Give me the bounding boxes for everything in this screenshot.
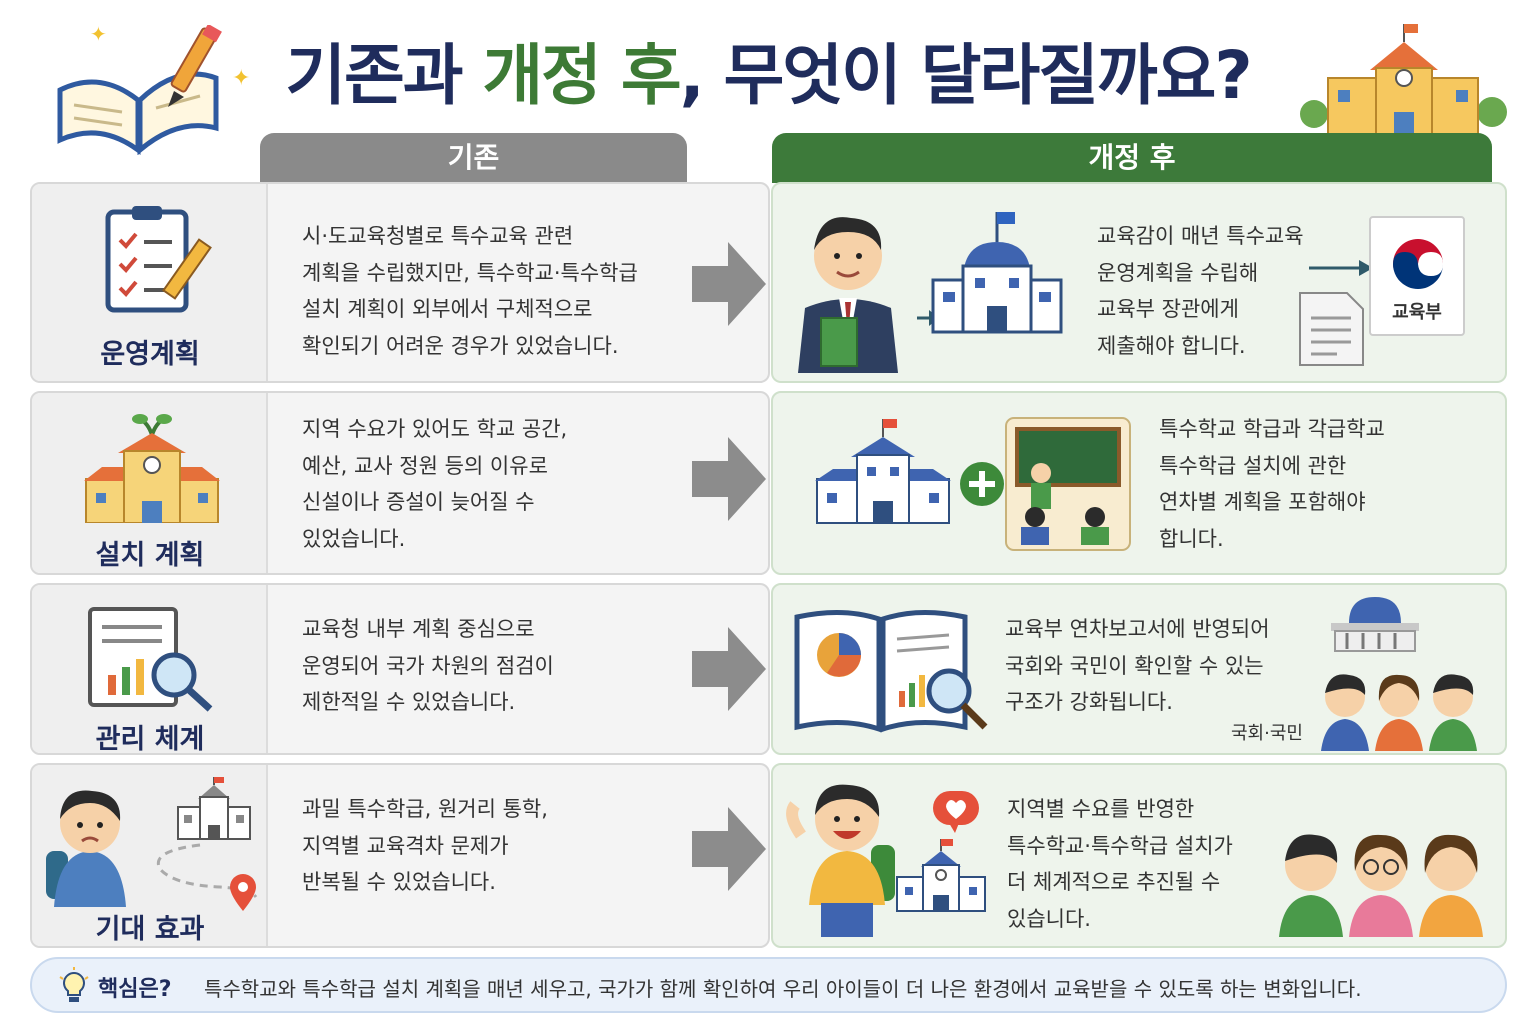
report-magnifier-icon: [794, 610, 988, 733]
sparkle-icon: ✦: [90, 22, 107, 46]
ministry-badge-label: 교육부: [1392, 302, 1442, 323]
ministry-badge: 교육부: [1369, 216, 1465, 336]
arrow-right-icon: [692, 242, 766, 326]
government-building-icon: [917, 212, 1063, 334]
text-line: 합니다.: [1159, 526, 1224, 551]
column-header-old: 기존: [260, 133, 687, 183]
school-building-icon: [84, 414, 220, 523]
summary-message: 특수학교와 특수학급 설치 계획을 매년 세우고, 국가가 함께 확인하여 우리…: [204, 977, 1362, 1001]
summary-bar: 핵심은? 특수학교와 특수학급 설치 계획을 매년 세우고, 국가가 함께 확인…: [30, 957, 1507, 1013]
school-building-icon: [896, 839, 986, 912]
school-building-icon: [815, 419, 951, 524]
row-label: 기대 효과: [95, 914, 205, 945]
text-line: 교육감이 매년 특수교육: [1097, 224, 1304, 248]
text-line: 운영되어 국가 차원의 점검이: [302, 653, 554, 678]
text-line: 설치 계획이 외부에서 구체적으로: [302, 297, 593, 321]
heart-icon: [933, 791, 979, 833]
arrow-right-icon: [692, 437, 766, 521]
text-line: 신설이나 증설이 늦어질 수: [302, 490, 535, 514]
text-line: 반복될 수 있었습니다.: [302, 870, 496, 894]
row-new-operation-plan: 교육감이 매년 특수교육 운영계획을 수립해 교육부 장관에게 제출해야 합니다…: [771, 182, 1507, 383]
arrow-right-icon: [692, 807, 766, 891]
student-happy-icon: [786, 784, 895, 937]
text-line: 있었습니다.: [302, 526, 406, 551]
text-line: 확인되기 어려운 경우가 있었습니다.: [302, 333, 619, 358]
parliament-icon: [1331, 597, 1419, 652]
people-icon: [1279, 834, 1483, 937]
teacher-icon: [798, 217, 898, 373]
text-line: 교육부 장관에게: [1097, 297, 1239, 321]
text-line: 제출해야 합니다.: [1097, 333, 1246, 358]
classroom-icon: [1005, 417, 1131, 551]
people-caption: 국회·국민: [1231, 723, 1303, 744]
text-line: 제한적일 수 있었습니다.: [302, 690, 516, 714]
text-line: 과밀 특수학급, 원거리 통학,: [302, 797, 548, 821]
summary-label: 핵심은?: [98, 977, 172, 1002]
arrow-right-icon: [1309, 260, 1373, 276]
text-line: 연차별 계획을 포함해야: [1159, 490, 1366, 514]
map-pin-icon: [230, 874, 256, 911]
people-icon: [1321, 674, 1477, 751]
row-old-operation-plan: 운영계획 시·도교육청별로 특수교육 관련 계획을 수립했지만, 특수학교·특수…: [30, 182, 770, 383]
school-building-icon: [1300, 24, 1507, 135]
student-sad-icon: [46, 790, 126, 907]
row-new-management: 교육부 연차보고서에 반영되어 국회와 국민이 확인할 수 있는 구조가 강화됩…: [771, 583, 1507, 755]
text-line: 지역별 수요를 반영한: [1007, 797, 1195, 821]
document-icon: [1299, 292, 1364, 366]
clipboard-checklist-icon: [105, 206, 212, 313]
report-magnifier-icon: [88, 607, 213, 712]
row-old-management: 관리 체계 교육청 내부 계획 중심으로 운영되어 국가 차원의 점검이 제한적…: [30, 583, 770, 755]
column-header-new: 개정 후: [772, 133, 1492, 183]
row-old-installation-plan: 설치 계획 지역 수요가 있어도 학교 공간, 예산, 교사 정원 등의 이유로…: [30, 391, 770, 575]
school-building-icon: [177, 777, 251, 840]
pencil-icon: [168, 25, 222, 107]
text-line: 특수학급 설치에 관한: [1159, 453, 1347, 478]
sparkle-icon: ✦: [232, 66, 251, 91]
text-line: 특수학교 학급과 각급학교: [1159, 417, 1385, 441]
text-line: 운영계획을 수립해: [1097, 260, 1259, 285]
row-new-installation-plan: 특수학교 학급과 각급학교 특수학급 설치에 관한 연차별 계획을 포함해야 합…: [771, 391, 1507, 575]
row-new-expected-effect: 지역별 수요를 반영한 특수학교·특수학급 설치가 더 체계적으로 추진될 수 …: [771, 763, 1507, 948]
text-line: 교육청 내부 계획 중심으로: [302, 617, 535, 641]
text-line: 예산, 교사 정원 등의 이유로: [302, 453, 548, 478]
arrow-right-icon: [692, 627, 766, 711]
korea-emblem-icon: [1393, 239, 1443, 289]
text-line: 더 체계적으로 추진될 수: [1007, 870, 1221, 894]
text-line: 계획을 수립했지만, 특수학교·특수학급: [302, 260, 638, 285]
row-old-expected-effect: 기대 효과 과밀 특수학급, 원거리 통학, 지역별 교육격차 문제가 반복될 …: [30, 763, 770, 948]
page-title: 기존과 개정 후, 무엇이 달라질까요?: [285, 37, 1252, 114]
text-line: 교육부 연차보고서에 반영되어: [1005, 617, 1270, 641]
row-label: 관리 체계: [95, 724, 205, 755]
row-label: 운영계획: [100, 339, 200, 370]
text-line: 구조가 강화됩니다.: [1005, 690, 1173, 714]
text-line: 특수학교·특수학급 설치가: [1007, 833, 1233, 858]
text-line: 지역 수요가 있어도 학교 공간,: [302, 417, 568, 441]
lightbulb-icon: [59, 967, 89, 1002]
text-line: 지역별 교육격차 문제가: [302, 833, 509, 858]
open-book-icon: [57, 71, 219, 155]
row-label: 설치 계획: [95, 540, 205, 571]
text-line: 있습니다.: [1007, 906, 1091, 931]
text-line: 시·도교육청별로 특수교육 관련: [302, 224, 574, 248]
text-line: 국회와 국민이 확인할 수 있는: [1005, 653, 1264, 678]
plus-icon: [960, 462, 1004, 506]
